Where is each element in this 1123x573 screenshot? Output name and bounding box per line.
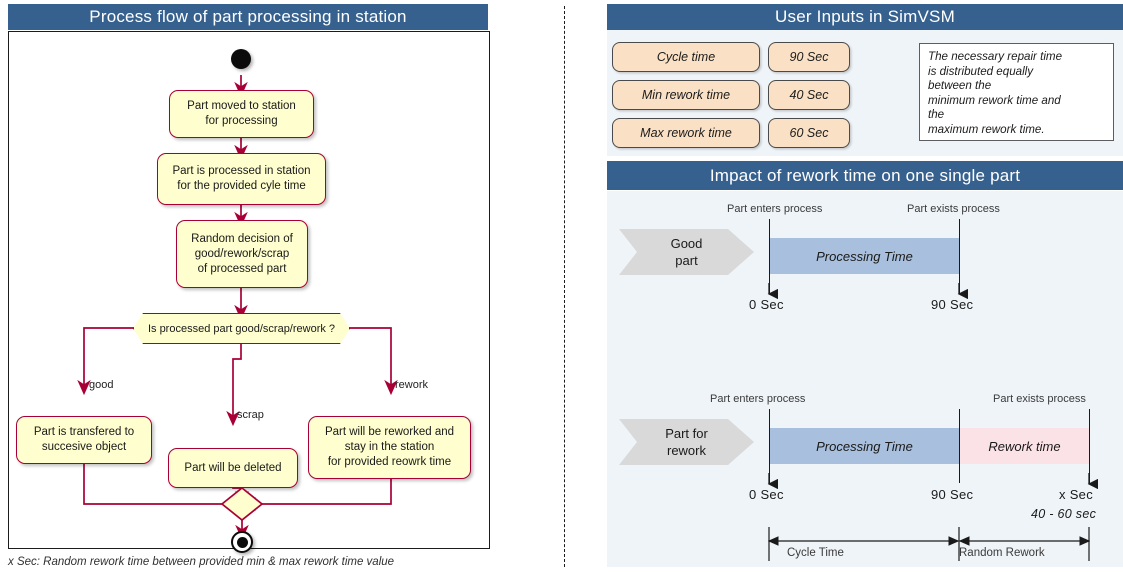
bar-label: Processing Time [816,438,913,454]
activity-random-decision[interactable]: Random decision of good/rework/scrap of … [176,220,308,288]
activity-part-reworked[interactable]: Part will be reworked and stay in the st… [308,416,471,479]
activity-line: good/rework/scrap [194,247,290,260]
pill-text: Max rework time [640,126,732,140]
pill-text: 90 Sec [789,50,829,64]
bar-label: Processing Time [816,248,913,264]
chevron-line: Part for [665,426,708,441]
chevron-line: rework [666,443,706,458]
activity-line: Part moved to station [187,100,296,112]
activity-transferred-succesive[interactable]: Part is transfered to succesive object [16,416,152,464]
chevron-line: part [675,253,698,268]
pill-text: 60 Sec [789,126,829,140]
process-flow-title: Process flow of part processing in stati… [89,7,407,26]
activity-diagram-frame: Part moved to station for processing Par… [8,31,490,553]
good-start-label: 0 Sec [749,297,784,312]
decision-label: Is processed part good/scrap/rework ? [147,322,336,335]
activity-line: stay in the station [344,441,435,453]
pill-text: Min rework time [641,88,731,102]
user-inputs-title: User Inputs in SimVSM [775,7,955,26]
good-enter-caption: Part enters process [727,203,823,215]
input-value-max-rework-time[interactable]: 60 Sec [768,118,850,148]
good-exit-caption: Part exists process [907,203,1000,215]
decision-node[interactable]: Is processed part good/scrap/rework ? [133,313,350,344]
activity-part-deleted[interactable]: Part will be deleted [168,448,298,488]
process-flow-banner: Process flow of part processing in stati… [8,4,488,30]
dimension-lines [767,527,1091,561]
impact-body: Part enters process Part exists process … [607,191,1123,567]
rework-rework-bar: Rework time [960,428,1089,464]
activity-line: Part will be reworked and [324,426,455,438]
activity-line: Random decision of [191,232,293,245]
activity-part-moved[interactable]: Part moved to station for processing [169,90,314,138]
input-label-cycle-time[interactable]: Cycle time [612,42,760,72]
note-line: the [928,108,945,122]
note-line: minimum rework time and [928,93,1061,107]
activity-line: Part is transfered to [33,426,135,438]
edge-label-rework: rework [395,379,429,391]
note-line: maximum rework time. [928,122,1045,136]
good-part-chevron: Good part [619,229,754,275]
activity-line: of processed part [197,262,287,275]
input-label-min-rework-time[interactable]: Min rework time [612,80,760,110]
input-label-max-rework-time[interactable]: Max rework time [612,118,760,148]
dim-label-random-rework: Random Rework [959,547,1045,559]
activity-line: Part is processed in station [172,165,311,177]
pill-text: 40 Sec [789,88,829,102]
rework-range-label: 40 - 60 sec [1031,507,1097,521]
note-line: The necessary repair time [928,50,1063,63]
activity-part-processed[interactable]: Part is processed in station for the pro… [157,153,326,205]
activity-line: for provided reowrk time [327,456,452,468]
impact-title: Impact of rework time on one single part [709,165,1021,185]
edge-label-scrap: scrap [237,409,264,421]
user-inputs-banner: User Inputs in SimVSM [607,4,1123,30]
rework-start-label: 0 Sec [749,487,784,502]
note-line: between the [928,79,992,93]
activity-line: for the provided cyle time [177,180,306,192]
repair-time-note: The necessary repair time is distributed… [919,43,1114,141]
rework-processing-bar: Processing Time [770,428,959,464]
end-node [231,531,253,553]
rework-end-label: x Sec [1059,487,1094,502]
input-value-min-rework-time[interactable]: 40 Sec [768,80,850,110]
bar-label: Rework time [988,438,1061,454]
input-value-cycle-time[interactable]: 90 Sec [768,42,850,72]
panel-divider [564,6,565,567]
good-processing-bar: Processing Time [770,238,959,274]
good-axis-arrows [767,283,969,300]
activity-line: succesive object [41,441,127,453]
edge-label-good: good [89,379,114,391]
impact-banner: Impact of rework time on one single part [607,161,1123,190]
good-end-label: 90 Sec [931,297,974,312]
start-node [231,49,251,69]
note-line: is distributed equally [928,64,1034,78]
good-start-tick [769,219,770,293]
good-end-tick [959,219,960,293]
activity-line: Part will be deleted [184,461,282,474]
rework-mid-tick [959,409,960,483]
pill-text: Cycle time [656,50,716,64]
rework-exit-caption: Part exists process [993,393,1086,405]
activity-line: for processing [205,115,278,127]
rework-end-tick [1089,409,1090,483]
rework-axis-arrows [767,473,1099,490]
rework-start-tick [769,409,770,483]
flow-footnote: x Sec: Random rework time between provid… [8,556,395,568]
part-for-rework-chevron: Part for rework [619,419,754,465]
rework-mid-label: 90 Sec [931,487,974,502]
flow-connectors [77,75,398,541]
chevron-line: Good [670,236,703,251]
rework-enter-caption: Part enters process [710,393,806,405]
process-flow-panel: Process flow of part processing in stati… [8,4,490,568]
dim-label-cycle-time: Cycle Time [787,547,844,559]
merge-diamond [220,486,264,522]
